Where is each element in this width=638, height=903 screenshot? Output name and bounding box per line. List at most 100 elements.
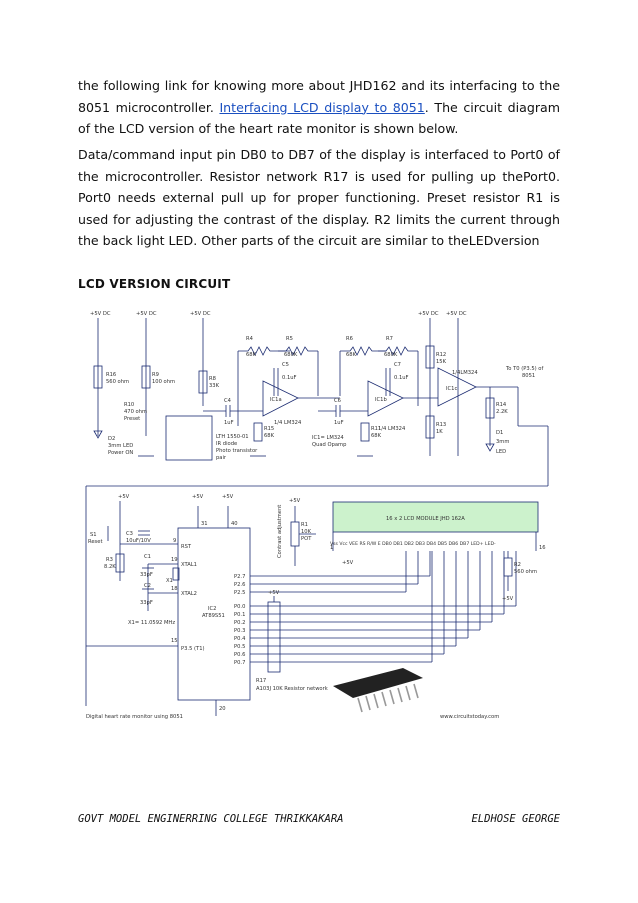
- r2-value: 560 ohm: [514, 569, 537, 575]
- p04-label: P0.4: [234, 636, 246, 642]
- x1-note: X1= 11.0592 MHz: [128, 620, 175, 626]
- lcd-interfacing-link[interactable]: Interfacing LCD display to 8051: [219, 99, 425, 115]
- sensor-label-4: pair: [216, 455, 227, 461]
- lcd-module-label: 16 x 2 LCD MODULE JHD 162A: [386, 516, 465, 522]
- pin-18: 18: [171, 586, 178, 592]
- ic1b-label: IC1b: [375, 397, 387, 403]
- d1-note-2: LED: [496, 449, 506, 455]
- d1-label: D1: [496, 430, 503, 436]
- r12-value: 15K: [436, 359, 447, 365]
- pin-31: 31: [201, 521, 208, 527]
- d2-note-1: 3mm LED: [108, 443, 133, 449]
- r5-value: 680K: [284, 352, 298, 358]
- ic1b-note: 1/4 LM324: [378, 426, 406, 432]
- p25-label: P2.5: [234, 590, 245, 596]
- r8-label: R8: [209, 376, 216, 382]
- d2-note-2: Power ON: [108, 450, 133, 456]
- vcc-label-3: +5V: [222, 494, 234, 500]
- resistor-network-photo: [333, 668, 423, 713]
- schematic-svg: +5V DC +5V DC +5V DC +5V DC +5V DC R16 5…: [85, 311, 549, 720]
- r10-value: 470 ohm: [124, 409, 147, 415]
- r7-label: R7: [386, 336, 393, 342]
- r15-value: 68K: [264, 433, 275, 439]
- circuit-schematic: +5V DC +5V DC +5V DC +5V DC +5V DC R16 5…: [78, 306, 560, 726]
- xtal2-label: XTAL2: [181, 591, 197, 597]
- x1-label: X1: [166, 578, 173, 584]
- sensor-label-1: LTH 1550-01: [216, 434, 249, 440]
- r1-label: R1: [301, 522, 308, 528]
- pin-15: 15: [171, 638, 178, 644]
- pin-40: 40: [231, 521, 238, 527]
- r4-value: 68K: [246, 352, 257, 358]
- c5-value: 0.1uF: [282, 375, 297, 381]
- r9-label: R9: [152, 372, 159, 378]
- c7-value: 0.1uF: [394, 375, 409, 381]
- r3-value: 8.2K: [104, 564, 116, 570]
- vcc-label-2: +5V: [192, 494, 204, 500]
- vcc-label-6: +5V: [502, 596, 514, 602]
- p06-label: P0.6: [234, 652, 245, 658]
- c6-label: C6: [334, 398, 341, 404]
- ic1c-note: 1/4LM324: [452, 370, 478, 376]
- page-footer: GOVT MODEL ENGINERRING COLLEGE THRIKKAKA…: [78, 813, 560, 825]
- pin-20: 20: [219, 706, 226, 712]
- r16-label: R16: [106, 372, 116, 378]
- ic1a-note: 1/4 LM324: [274, 420, 302, 426]
- r8-value: 33K: [209, 383, 220, 389]
- r17-note: A103J 10K Resistor network: [256, 686, 328, 692]
- d2-label: D2: [108, 436, 115, 442]
- supply-label-2: +5V DC: [136, 311, 157, 317]
- p27-label: P2.7: [234, 574, 245, 580]
- supply-label-4: +5V DC: [418, 311, 439, 317]
- r5-label: R5: [286, 336, 293, 342]
- r10-label: R10: [124, 402, 134, 408]
- lcd-pin-labels: Vss Vcc VEE RS R/W E DB0 DB1 DB2 DB3 DB4…: [330, 541, 496, 547]
- xtal1-label: XTAL1: [181, 562, 197, 568]
- sensor-label-3: Photo transistor: [216, 448, 258, 454]
- schematic-website: www.circuitstoday.com: [440, 714, 499, 720]
- c4-label: C4: [224, 398, 232, 404]
- c5-label: C5: [282, 362, 289, 368]
- r11-label: R11: [371, 426, 381, 432]
- r10-note: Preset: [124, 416, 140, 422]
- c2-value: 33pF: [140, 600, 153, 606]
- sensor-label-2: IR diode: [216, 441, 237, 447]
- c2-label: C2: [144, 583, 151, 589]
- r6-value: 68K: [346, 352, 357, 358]
- r1-value: 10K: [301, 529, 312, 535]
- p07-label: P0.7: [234, 660, 245, 666]
- to-t0-label-2: 8051: [522, 373, 535, 379]
- p03-label: P0.3: [234, 628, 245, 634]
- supply-label-3: +5V DC: [190, 311, 211, 317]
- p01-label: P0.1: [234, 612, 245, 618]
- vcc-label-1: +5V: [118, 494, 130, 500]
- rst-label: RST: [181, 544, 192, 550]
- ic2-label: IC2: [208, 606, 216, 612]
- pin-9: 9: [173, 538, 176, 544]
- r16-value: 560 ohm: [106, 379, 129, 385]
- p35-label: P3.5 (T1): [181, 646, 205, 652]
- section-heading: LCD VERSION CIRCUIT: [78, 277, 231, 291]
- r13-value: 1K: [436, 429, 443, 435]
- description-paragraph: Data/command input pin DB0 to DB7 of the…: [78, 147, 560, 248]
- supply-label-1: +5V DC: [90, 311, 111, 317]
- ic1-note-2: Quad Opamp: [312, 442, 347, 448]
- c3-label: C3: [126, 531, 133, 537]
- r7-value: 680K: [384, 352, 398, 358]
- pin-19: 19: [171, 557, 178, 563]
- pin-16: 16: [539, 545, 546, 551]
- r14-label: R14: [496, 402, 507, 408]
- intro-text-after: . The circuit diagram of the LCD version…: [78, 99, 560, 137]
- c7-label: C7: [394, 362, 401, 368]
- s1-label: S1: [90, 532, 97, 538]
- vcc-label-4: +5V: [289, 498, 301, 504]
- p02-label: P0.2: [234, 620, 245, 626]
- p00-label: P0.0: [234, 604, 245, 610]
- pin-1: 1: [330, 545, 333, 551]
- r13-label: R13: [436, 422, 446, 428]
- to-t0-label: To T0 (P3.5) of: [505, 366, 543, 372]
- contrast-label: Contrast adjustment: [277, 505, 283, 558]
- r12-label: R12: [436, 352, 446, 358]
- r9-value: 100 ohm: [152, 379, 175, 385]
- r17-label: R17: [256, 678, 266, 684]
